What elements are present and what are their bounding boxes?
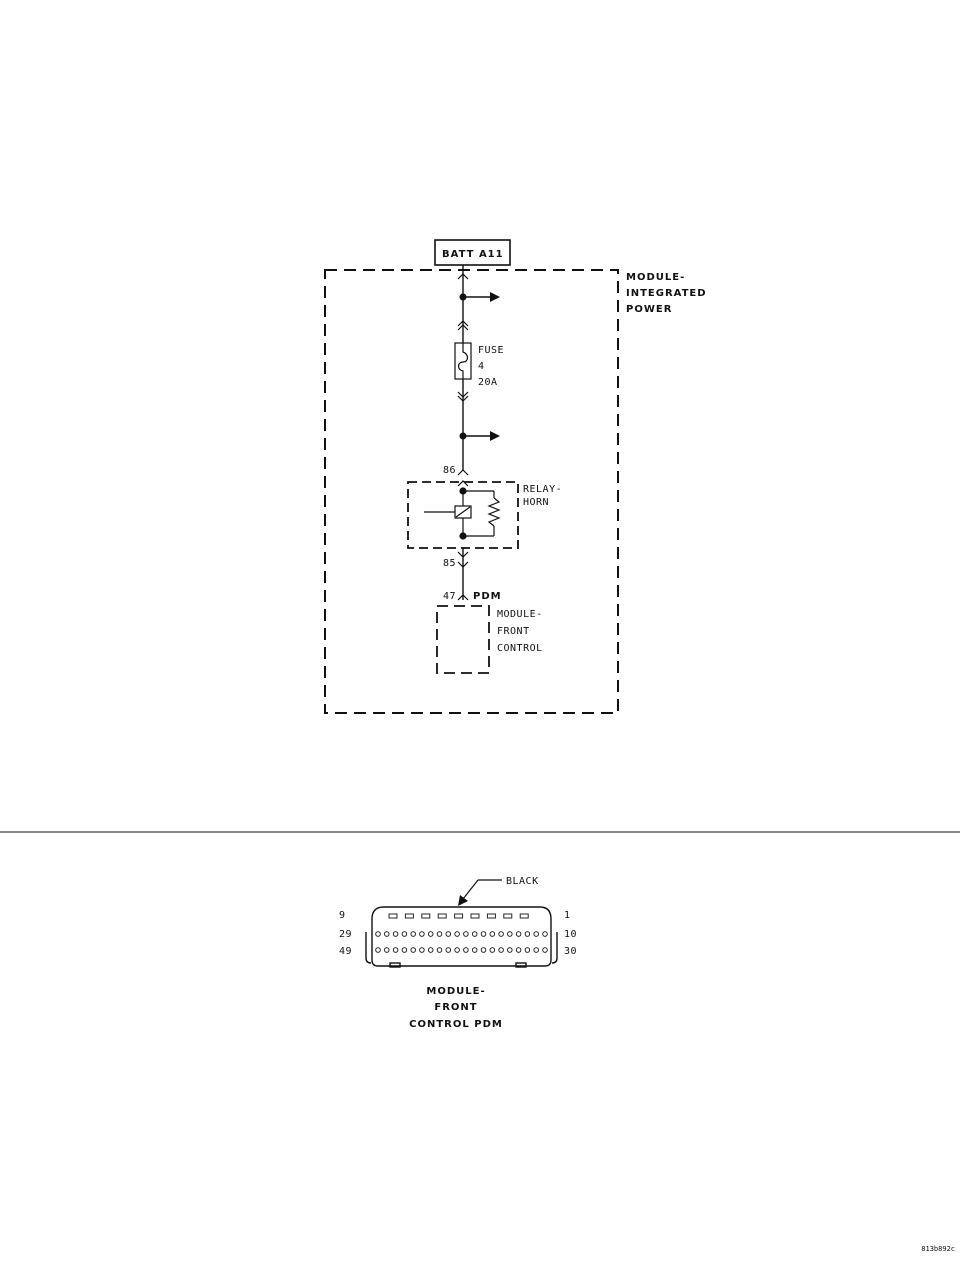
pin-number-29: 29 [339,929,352,940]
connector-chevrons [457,273,469,601]
pin-cavity [471,947,478,953]
pdm-tag: PDM [473,591,502,602]
pin-cavity [404,913,414,919]
pin-cavity [498,931,504,937]
ipm-label: MODULE- INTEGRATED POWER [626,272,707,315]
pin-cavity [542,931,548,937]
pin-number-49: 49 [339,946,352,957]
pin-cavity [401,931,408,937]
pin-number-30: 30 [564,946,577,957]
connector-color-label: BLACK [506,876,539,887]
pin-cavity [375,947,381,953]
figure-id: 813b892c [921,1245,955,1253]
relay-label: RELAY- HORN [523,484,562,508]
pin-cavity [410,947,416,953]
connector-pin-row-3 [375,947,548,953]
pin-cavity [445,947,452,953]
fcm-label-line-1: MODULE- [497,609,543,620]
pin-cavity [421,913,431,919]
relay-coil [424,487,501,540]
splice-2 [459,431,500,441]
pin-cavity [375,931,381,937]
pin-cavity [480,947,487,953]
pin-cavity [486,913,496,919]
relay-label-line-1: RELAY- [523,484,562,495]
connector-pin-row-1 [388,913,529,919]
fuse-label-line-1: FUSE [478,345,504,356]
pin-cavity [454,913,464,919]
pin-cavity [436,931,443,937]
fuse-label: FUSE 4 20A [478,345,504,388]
pin-cavity [388,913,398,919]
connector-black-label: BLACK [458,876,539,906]
batt-a11-box: BATT A11 [434,239,511,266]
pin-cavity [471,931,478,937]
pin-cavity [470,913,480,919]
ipm-label-line-3: POWER [626,304,672,315]
fuse-symbol [454,342,472,380]
relay-outline [407,481,519,549]
pin-cavity [515,931,522,937]
pin-cavity [480,931,487,937]
pin-cavity [392,947,399,953]
fcm-label-line-3: CONTROL [497,643,543,654]
pin-cavity [384,931,390,937]
fcm-label-line-2: FRONT [497,626,530,637]
connector-pin-numbers-right: 1 10 30 [564,910,577,957]
connector-title-line-2: FRONT [434,1002,477,1013]
pin-cavity [519,913,529,919]
fcm-outline [436,605,490,674]
pin-cavity [436,947,443,953]
pin-cavity [524,931,531,937]
pin-85-label: 85 [443,558,456,569]
pin-cavity [503,913,513,919]
pin-number-1: 1 [564,910,571,921]
pin-86-label: 86 [443,465,456,476]
pin-cavity [515,947,522,953]
fuse-label-line-3: 20A [478,377,498,388]
pin-number-10: 10 [564,929,577,940]
splice-1 [459,292,500,302]
connector-pin-numbers-left: 9 29 49 [339,910,352,957]
pin-cavity [489,947,496,953]
pin-cavity [542,947,548,953]
ipm-outline [324,269,619,714]
connector-pin-row-2 [375,931,548,937]
pin-cavity [533,947,539,953]
connector-body [365,906,558,968]
pin-cavity [384,947,390,953]
pin-cavity [463,947,469,953]
pin-cavity [507,931,513,937]
pin-cavity [463,931,469,937]
batt-a11-label: BATT A11 [442,249,504,260]
ipm-label-line-2: INTEGRATED [626,288,707,299]
pin-cavity [489,931,496,937]
connector-title: MODULE- FRONT CONTROL PDM [409,986,503,1030]
pin-number-9: 9 [339,910,346,921]
pin-cavity [419,947,425,953]
pin-cavity [454,947,460,953]
pin-cavity [392,931,399,937]
pin-cavity [410,931,416,937]
pin-cavity [498,947,504,953]
pin-cavity [524,947,531,953]
pin-cavity [533,931,539,937]
fcm-label: MODULE- FRONT CONTROL [497,609,543,654]
pin-cavity [454,931,460,937]
pin-47-label: 47 [443,591,456,602]
pin-cavity [427,931,434,937]
ipm-label-line-1: MODULE- [626,272,685,283]
pin-cavity [401,947,408,953]
fuse-label-line-2: 4 [478,361,485,372]
connector-title-line-1: MODULE- [426,986,485,997]
connector-title-line-3: CONTROL PDM [409,1019,503,1030]
pin-cavity [507,947,513,953]
pin-cavity [437,913,447,919]
pin-cavity [419,931,425,937]
pin-cavity [427,947,434,953]
pin-cavity [445,931,452,937]
relay-label-line-2: HORN [523,497,549,508]
